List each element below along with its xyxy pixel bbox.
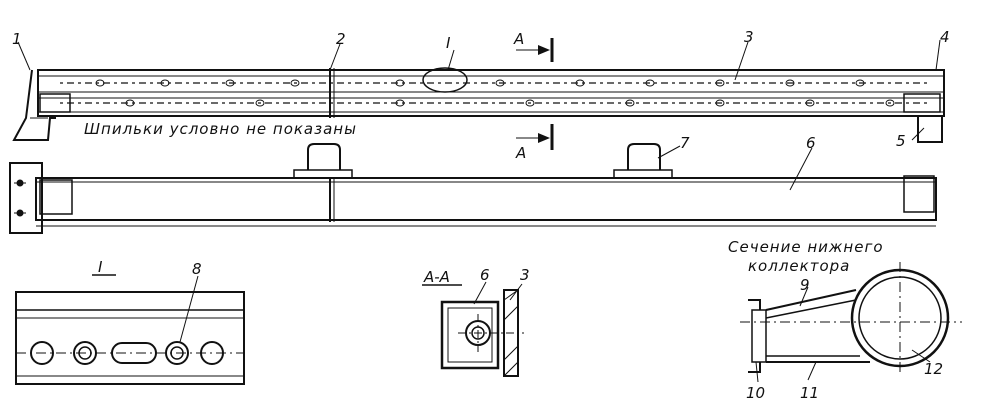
collector-note-line1: Сечение нижнего [728,238,884,256]
collector-note-line2: коллектора [748,257,850,275]
label-6: 6 [806,134,816,152]
label-3b: 3 [520,266,530,284]
label-11: 11 [800,384,819,402]
label-arrow-A-top: A [513,30,524,48]
label-7: 7 [680,134,690,152]
label-arrow-A-bottom: A [515,144,526,162]
label-9: 9 [800,276,810,294]
top-beam-view [12,67,945,143]
labels: 1 2 I A 3 4 Шпильки условно не показаны … [12,28,950,402]
label-6b: 6 [480,266,490,284]
middle-leaders [657,145,813,191]
label-8: 8 [192,260,202,278]
label-detail-I-top: I [446,34,451,52]
label-5: 5 [896,132,906,150]
label-4: 4 [940,28,950,46]
section-arrow-bottom [516,124,554,150]
label-10: 10 [746,384,765,402]
label-2: 2 [336,30,346,48]
label-1: 1 [12,30,22,48]
studs-note: Шпильки условно не показаны [84,120,357,138]
label-12: 12 [924,360,943,378]
detail-I-view [15,274,245,385]
collector-section-view [740,262,962,383]
section-AA-view [422,281,524,377]
label-detail-I: I [98,258,103,276]
label-3: 3 [744,28,754,46]
upper-leaders [17,39,941,141]
collector-view [9,143,937,234]
label-section-AA: А-А [423,268,450,286]
section-arrow-top [516,38,554,62]
